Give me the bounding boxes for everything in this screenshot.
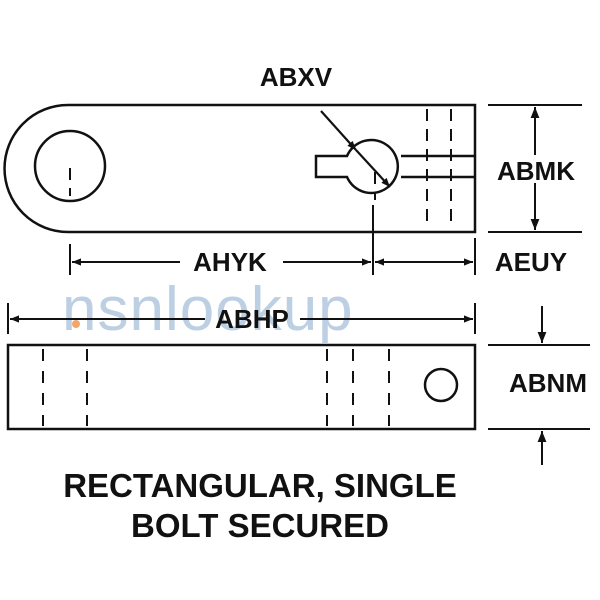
label-abnm: ABNM [509,368,587,398]
abxv-dimension: ABXV [260,62,391,188]
ahyk-aeuy-dimensions [69,205,476,275]
abmk-dimension [488,104,582,233]
keyhole-slot [314,138,400,195]
caption-line-1: RECTANGULAR, SINGLE [63,467,457,504]
eye-hole [33,129,107,203]
watermark: nsnlookup [62,275,354,344]
label-aeuy: AEUY [495,247,567,277]
caption-line-2: BOLT SECURED [131,507,389,544]
abnm-dimension [488,306,590,465]
abxv-leader [320,110,357,151]
label-abxv: ABXV [260,62,333,92]
side-hole [423,367,459,403]
top-view-hidden-lines [69,109,452,229]
watermark-text: nsnlookup [62,275,354,344]
side-view-outline [6,343,477,431]
side-view-hidden-lines [42,349,390,426]
top-view [3,103,477,234]
abhp-dimension [7,303,476,334]
label-abhp: ABHP [215,304,289,334]
label-abmk: ABMK [497,156,575,186]
watermark-dot [72,320,80,328]
label-ahyk: AHYK [193,247,267,277]
side-view [6,343,477,431]
top-view-outline [3,103,477,234]
abxv-leader-inner [355,149,391,188]
